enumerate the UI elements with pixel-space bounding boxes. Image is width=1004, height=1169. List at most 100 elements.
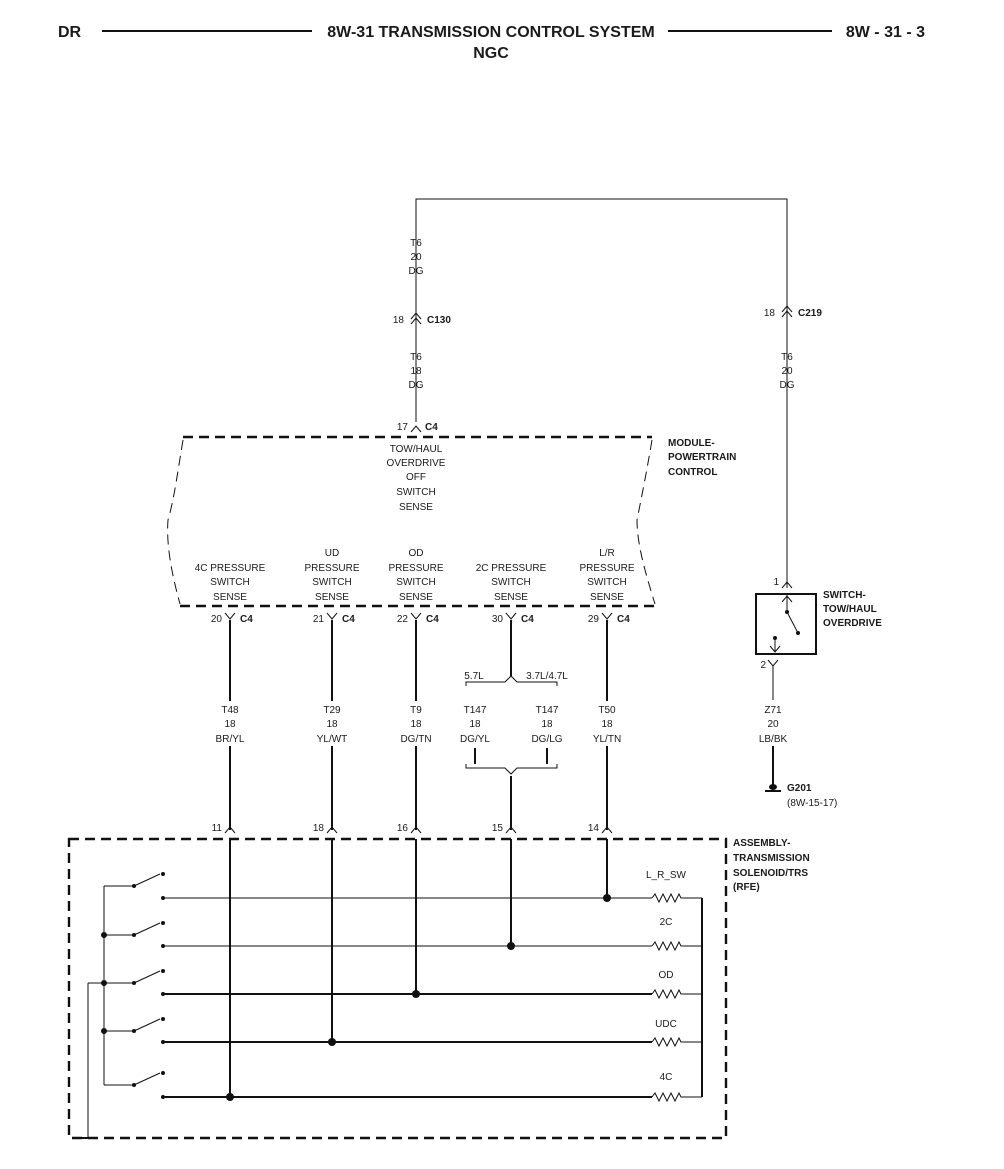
switch-pin-bottom: 2 [760, 660, 766, 671]
wire-gauge: 18 [410, 719, 422, 730]
header-title: 8W-31 TRANSMISSION CONTROL SYSTEM [327, 24, 654, 41]
solenoid-label: OD [659, 970, 674, 981]
pcm-input-label: SENSE [590, 592, 624, 603]
pressure-switch [104, 872, 165, 900]
wire-color: DG/LG [531, 734, 562, 745]
connector-c219-pin: 18 [764, 308, 776, 319]
solenoid-label: 4C [660, 1072, 673, 1083]
towhaul-circuit: T6 20 DG 18 C130 T6 18 DG 18 C219 T6 20 … [393, 198, 822, 588]
connector-symbol [505, 826, 517, 834]
pcm-towhaul-label: OFF [406, 472, 426, 483]
pcm-input-label: SWITCH [312, 577, 351, 588]
pcm-towhaul-label: SENSE [399, 502, 433, 513]
switch-pin-top: 1 [773, 577, 779, 588]
solenoid-coil-lr [651, 892, 702, 904]
switch-name-line: SWITCH- [823, 590, 866, 601]
wire-color: LB/BK [759, 734, 788, 745]
connector-pin: 20 [211, 614, 223, 625]
pcm-input-label: SWITCH [491, 577, 530, 588]
pressure-switch [101, 921, 165, 948]
switch-blade-end [796, 631, 800, 635]
pressure-switch [101, 1017, 165, 1044]
connector-pin: 17 [397, 422, 409, 433]
header-page-number: 8W - 31 - 3 [846, 24, 925, 41]
pcm-input-label: PRESSURE [579, 563, 634, 574]
tcm-name-line: ASSEMBLY- [733, 838, 790, 849]
connector-name: C4 [240, 614, 253, 625]
tcm-connectors: 11 18 16 15 14 [212, 823, 613, 834]
pcm-name-line: POWERTRAIN [668, 452, 736, 463]
page-header: DR 8W-31 TRANSMISSION CONTROL SYSTEM 8W … [58, 24, 925, 62]
wire-color: BR/YL [216, 734, 245, 745]
splice-point [507, 942, 515, 950]
pcm-input-label: SWITCH [587, 577, 626, 588]
towhaul-wire [415, 198, 788, 588]
wire-gauge: 18 [601, 719, 613, 730]
connector-name: C4 [617, 614, 630, 625]
engine-option-split: 5.7L 3.7L/4.7L T147 18 DG/YL T147 18 DG/… [460, 620, 568, 830]
connector-name: C4 [521, 614, 534, 625]
connector-name: C4 [425, 422, 438, 433]
wire-gauge: 18 [469, 719, 481, 730]
pcm-input-label: OD [409, 548, 424, 559]
connector-symbol [601, 612, 613, 620]
wire-color: DG/TN [400, 734, 431, 745]
pcm-input-label: SENSE [494, 592, 528, 603]
switch-connector-top-symbol [781, 581, 793, 589]
wire-circuit: T50 [598, 705, 616, 716]
connector-pin: 15 [492, 823, 504, 834]
wire-circuit: T6 [410, 352, 422, 363]
option-bracket-top [465, 675, 558, 686]
switch-connector-bottom-symbol [767, 659, 779, 667]
pcm-input-label: SENSE [315, 592, 349, 603]
wire-color: DG [409, 380, 424, 391]
tcm-name-line: (RFE) [733, 882, 760, 893]
pcm-name-line: CONTROL [668, 467, 717, 478]
switch-arrow-down [769, 645, 781, 653]
header-left: DR [58, 24, 82, 41]
wire-gauge: 18 [224, 719, 236, 730]
pcm-towhaul-label: SWITCH [396, 487, 435, 498]
pcm-input-label: SWITCH [396, 577, 435, 588]
ground-icon [769, 784, 777, 790]
wire-circuit: T9 [410, 705, 422, 716]
solenoid-label: 2C [660, 917, 673, 928]
pcm-border-left [167, 439, 184, 605]
connector-symbol [224, 826, 236, 834]
connector-c4-17-symbol [410, 425, 422, 433]
connector-pin: 30 [492, 614, 504, 625]
connector-name: C4 [342, 614, 355, 625]
wire-gauge: 18 [410, 366, 422, 377]
header-subtitle: NGC [473, 45, 509, 62]
splice-point [412, 990, 420, 998]
pcm-input-label: PRESSURE [304, 563, 359, 574]
splice-point [328, 1038, 336, 1046]
solenoid-coil-od [651, 988, 702, 1000]
transmission-solenoid-assembly: ASSEMBLY- TRANSMISSION SOLENOID/TRS (RFE… [67, 837, 810, 1140]
connector-symbol [410, 612, 422, 620]
wire-color: DG [780, 380, 795, 391]
wire-circuit: T29 [323, 705, 341, 716]
ground-name: G201 [787, 783, 812, 794]
connector-c130-name: C130 [427, 315, 451, 326]
wire-color: DG [409, 266, 424, 277]
tcm-name-line: SOLENOID/TRS [733, 868, 808, 879]
solenoid-label: UDC [655, 1019, 677, 1030]
connector-c130-pin: 18 [393, 315, 405, 326]
pcm-input-label: SENSE [399, 592, 433, 603]
connector-pin: 14 [588, 823, 600, 834]
connector-name: C4 [426, 614, 439, 625]
c4-connectors: 20 C4 21 C4 22 C4 30 C4 29 C4 [211, 612, 630, 625]
splice-point [603, 894, 611, 902]
tcm-name-line: TRANSMISSION [733, 853, 810, 864]
signal-wires: T48 18 BR/YL T29 18 YL/WT T9 18 DG/TN T5… [216, 620, 621, 830]
connector-symbol [326, 612, 338, 620]
option-label-left: 5.7L [464, 671, 484, 682]
connector-pin: 18 [313, 823, 325, 834]
wire-gauge: 20 [767, 719, 779, 730]
connector-c219-symbol [781, 305, 793, 318]
connector-pin: 16 [397, 823, 409, 834]
connector-symbol [326, 826, 338, 834]
pressure-switch [101, 969, 165, 996]
